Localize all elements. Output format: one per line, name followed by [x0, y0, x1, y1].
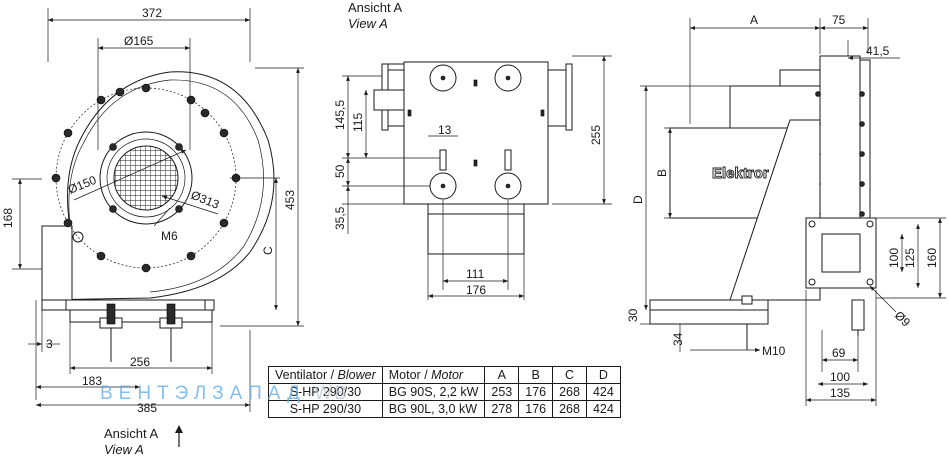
cell-c: 268 — [552, 400, 587, 418]
dim-385: 385 — [137, 401, 157, 415]
dim-150: Ø150 — [66, 173, 99, 197]
dim-30: 30 — [626, 308, 640, 322]
dim-b: B — [655, 169, 669, 177]
dim-75: 75 — [832, 13, 846, 27]
watermark: ВЕНТЭЛЗАПАД-WB — [100, 383, 349, 405]
dim-d: D — [631, 195, 645, 204]
watermark-main: ВЕНТЭЛЗАПАД — [100, 383, 306, 404]
dim-313: Ø313 — [189, 188, 222, 212]
dim-m6: M6 — [161, 229, 178, 243]
base-plate — [41, 299, 215, 311]
dim-165: Ø165 — [124, 34, 154, 48]
cell-d: 424 — [585, 400, 621, 418]
dim-100-bottom: 100 — [830, 370, 850, 384]
inlet-grid — [113, 145, 179, 211]
dim-c: C — [261, 246, 275, 255]
header-c: C — [552, 366, 587, 384]
dim-100-side: 100 — [887, 248, 901, 268]
cell-motor: BG 90S, 2,2 kW — [381, 383, 486, 401]
view-a-label-bottom: Ansicht A View A — [104, 426, 158, 458]
dim-41-5: 41,5 — [866, 44, 890, 58]
dim-135: 135 — [830, 386, 850, 400]
cell-b: 176 — [518, 383, 554, 401]
watermark-suffix: -WB — [305, 383, 349, 404]
cell-blower: S-HP 290/30 — [268, 400, 383, 418]
dim-183: 183 — [82, 374, 102, 388]
dim-256: 256 — [130, 355, 150, 369]
table-row: S-HP 290/30 BG 90L, 3,0 kW 278 176 268 4… — [268, 400, 621, 418]
dim-34: 34 — [671, 332, 685, 346]
dim-111: 111 — [466, 267, 485, 281]
front-view: 372 Ø165 Ø150 Ø313 M6 168 453 C 3 256 — [1, 6, 304, 415]
dim-m10: M10 — [762, 344, 786, 358]
view-a: 145,5 115 50 35,5 13 255 111 176 — [333, 55, 612, 300]
dim-453: 453 — [283, 190, 297, 210]
dim-a: A — [750, 13, 758, 27]
brand-logo: Elektror — [712, 165, 769, 182]
cell-b: 176 — [518, 400, 554, 418]
dim-160: 160 — [925, 248, 939, 268]
dim-115: 115 — [351, 113, 365, 132]
view-label-en: View A — [348, 16, 388, 31]
cell-c: 268 — [552, 383, 587, 401]
inlet-ring — [99, 131, 193, 225]
dim-125: 125 — [903, 248, 917, 268]
cell-a: 278 — [484, 400, 520, 418]
cell-blower: S-HP 290/30 — [268, 383, 383, 401]
dim-168: 168 — [1, 208, 15, 228]
cell-a: 253 — [484, 383, 520, 401]
dim-13: 13 — [438, 123, 452, 137]
support-bracket — [729, 119, 821, 301]
dim-372: 372 — [142, 6, 162, 20]
cell-d: 424 — [585, 383, 621, 401]
view-a-base — [427, 203, 525, 255]
base-feet — [69, 309, 213, 323]
dim-145-5: 145,5 — [333, 100, 347, 130]
dim-69: 69 — [832, 346, 846, 360]
header-blower: Ventilator / Blower — [268, 366, 383, 384]
dim-176: 176 — [466, 283, 486, 297]
header-motor: Motor / Motor — [381, 366, 486, 384]
spec-table: Ventilator / Blower Motor / Motor A B C … — [268, 366, 621, 418]
cell-motor: BG 90L, 3,0 kW — [381, 400, 486, 418]
dim-3: 3 — [46, 337, 53, 351]
view-label-en: View A — [104, 442, 144, 457]
dim-35-5: 35,5 — [333, 206, 347, 230]
side-view: Elektror — [626, 13, 946, 406]
dim-255: 255 — [589, 125, 603, 145]
header-d: D — [585, 366, 621, 384]
view-direction-arrow-icon — [175, 425, 183, 447]
volute-housing — [41, 71, 275, 301]
view-label-de: Ansicht A — [104, 426, 159, 441]
header-b: B — [518, 366, 554, 384]
dim-50: 50 — [333, 164, 347, 178]
spec-table-header: Ventilator / Blower Motor / Motor A B C … — [268, 366, 621, 384]
view-a-label-top: Ansicht A View A — [348, 0, 402, 32]
header-a: A — [484, 366, 520, 384]
housing-bolts — [51, 83, 241, 273]
outlet-flange — [41, 225, 73, 301]
view-label-de: Ansicht A — [348, 0, 403, 15]
